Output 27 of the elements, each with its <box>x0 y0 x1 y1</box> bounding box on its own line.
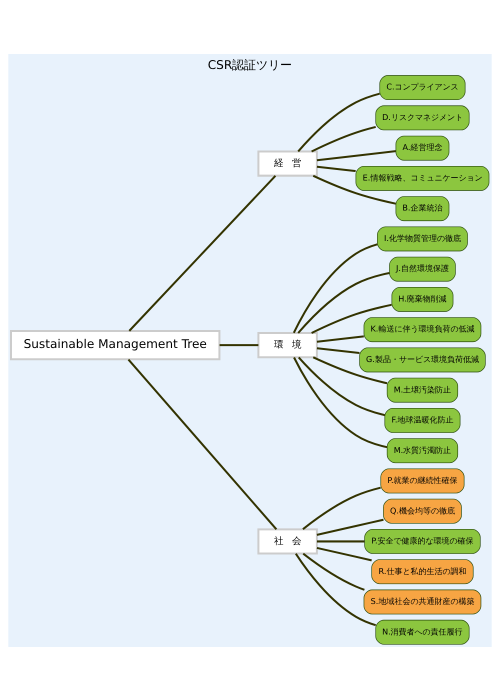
connector <box>220 344 258 346</box>
connector <box>297 272 390 334</box>
connector <box>293 356 388 448</box>
connector <box>311 125 376 152</box>
node-box: 環 境 <box>257 332 318 358</box>
diagram-title: CSR認証ツリー <box>208 58 292 72</box>
connector <box>316 165 356 172</box>
connector <box>297 92 380 152</box>
connector <box>312 174 396 204</box>
connector <box>312 356 388 384</box>
node-box: 社 会 <box>257 528 318 554</box>
connector <box>316 334 364 342</box>
connector <box>316 546 372 561</box>
connector <box>128 358 278 530</box>
node-box: 経 営 <box>257 150 318 176</box>
connector <box>316 540 364 542</box>
node-box: Sustainable Management Tree <box>10 330 220 360</box>
connector <box>302 486 381 530</box>
connector <box>298 356 385 416</box>
connector <box>302 552 365 590</box>
connector <box>292 242 378 333</box>
connector <box>316 346 360 354</box>
connector <box>316 518 384 536</box>
connector <box>294 552 376 626</box>
connector <box>316 150 396 161</box>
connector <box>311 303 392 334</box>
connector <box>128 174 276 332</box>
